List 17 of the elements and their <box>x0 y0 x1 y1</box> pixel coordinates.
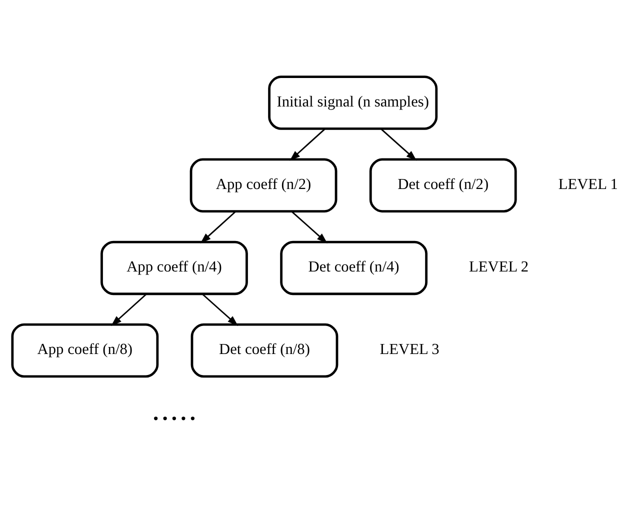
node-box: App coeff (n/8) <box>11 322 159 378</box>
label: LEVEL 2 <box>469 258 529 276</box>
node-box: App coeff (n/2) <box>190 158 338 212</box>
node-box: Det coeff (n/2) <box>369 158 517 212</box>
arrow <box>202 292 238 326</box>
node-box: Initial signal (n samples) <box>268 75 438 130</box>
arrow <box>200 210 236 243</box>
node-box: Det coeff (n/4) <box>280 240 428 295</box>
node-box: App coeff (n/4) <box>100 240 248 295</box>
arrow <box>380 128 417 160</box>
node-box: Det coeff (n/8) <box>190 322 338 378</box>
label: LEVEL 3 <box>380 340 440 358</box>
label: • • • • • <box>153 410 196 427</box>
arrow <box>290 128 326 160</box>
label: LEVEL 1 <box>558 176 618 193</box>
arrow <box>291 210 328 243</box>
arrow <box>111 292 147 326</box>
